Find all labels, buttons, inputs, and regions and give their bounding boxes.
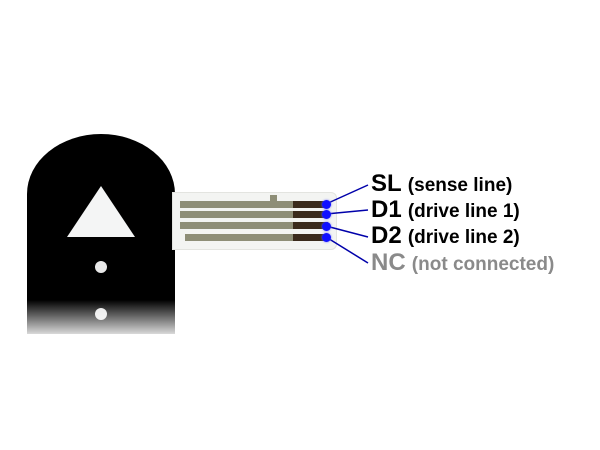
pin-code: D1 — [371, 196, 402, 223]
trace-sl — [180, 201, 328, 208]
pin-marker-nc — [322, 233, 331, 242]
flex-cable-tab — [270, 195, 277, 203]
dot-icon — [95, 261, 107, 273]
pin-marker-d2 — [322, 222, 331, 231]
pin-description: (not connected) — [411, 254, 555, 275]
pin-code: SL — [371, 170, 402, 197]
sensor-fade — [27, 300, 175, 340]
pin-label-nc: NC (not connected) — [371, 250, 554, 278]
pin-label-d2: D2 (drive line 2) — [371, 223, 520, 251]
pin-marker-d1 — [322, 210, 331, 219]
pin-marker-sl — [322, 200, 331, 209]
trace-d1 — [180, 211, 328, 218]
pin-description: (drive line 1) — [407, 201, 520, 222]
pin-code: D2 — [371, 222, 402, 249]
trace-nc — [185, 234, 328, 241]
pin-label-d1: D1 (drive line 1) — [371, 197, 520, 225]
trace-d2 — [180, 222, 328, 229]
pin-description: (drive line 2) — [407, 227, 520, 248]
pin-code: NC — [371, 249, 406, 276]
pin-label-sl: SL (sense line) — [371, 171, 512, 199]
pin-description: (sense line) — [407, 175, 513, 196]
